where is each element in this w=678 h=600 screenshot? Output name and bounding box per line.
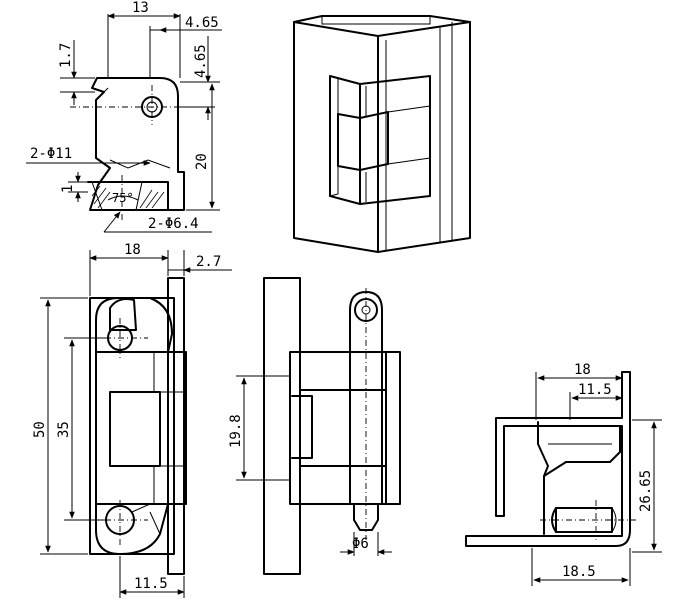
top-profile-view: 13 4.65 4.65 1.7 20 2-Φ11 1 75° 2-Φ6.4: [26, 0, 222, 233]
dim-front-bottom-offset: 11.5: [134, 576, 168, 592]
dim-right-offset-vertical: 4.65: [193, 44, 209, 78]
dim-bottom-inner: 11.5: [578, 382, 612, 398]
dim-side-knuckle: 19.8: [228, 414, 244, 448]
dim-lip: 1.7: [58, 43, 74, 68]
dim-right-offset: 4.65: [185, 15, 219, 31]
dim-front-flange: 2.7: [196, 254, 221, 270]
dim-bottom-base: 18.5: [562, 564, 596, 580]
dim-front-hole-spacing: 35: [56, 421, 72, 438]
dim-bottom-width: 18: [574, 362, 591, 378]
dim-top-width: 13: [132, 0, 149, 16]
dim-small: 1: [60, 185, 76, 193]
dim-hole-bottom: 2-Φ6.4: [148, 216, 199, 232]
isometric-view: [293, 15, 471, 253]
dim-front-total-height: 50: [32, 421, 48, 438]
front-view: 18 2.7 50 35 11.5: [32, 242, 232, 598]
dim-front-width: 18: [124, 242, 141, 258]
section-hatch: [91, 185, 165, 209]
side-view: 19.8 Φ6: [228, 277, 401, 575]
dim-angle: 75°: [112, 191, 134, 205]
bottom-profile-view: 18 11.5 26.65 18.5: [465, 362, 662, 586]
dim-bottom-height: 26.65: [638, 470, 654, 512]
dim-hole-top: 2-Φ11: [30, 146, 72, 162]
dim-top-height: 20: [194, 153, 210, 170]
dim-side-pin: Φ6: [352, 536, 369, 552]
